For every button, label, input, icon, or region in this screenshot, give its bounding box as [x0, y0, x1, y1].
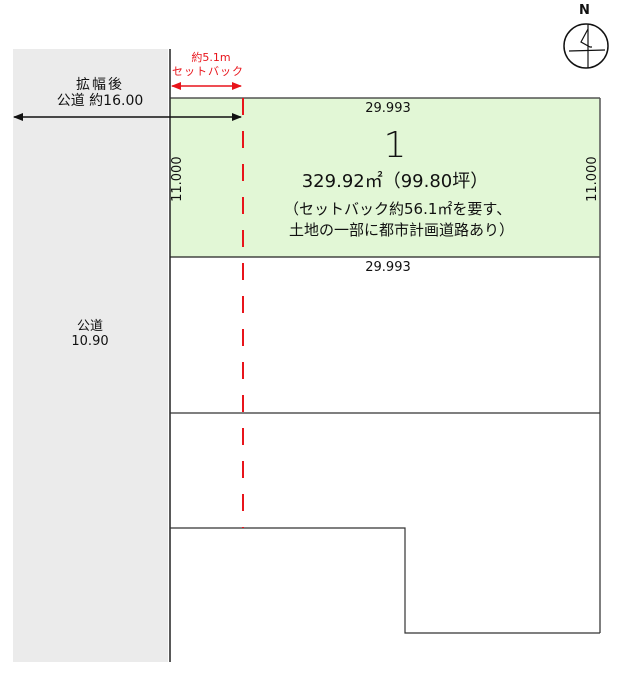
lot-1-area[interactable] [170, 98, 600, 257]
lot-1-number: 1 [383, 125, 407, 166]
current-road-width: 10.90 [71, 334, 109, 349]
current-road-label: 公道 [76, 319, 103, 334]
lot-1-left-depth: 11.000 [169, 156, 185, 202]
north-arrow-icon [563, 23, 609, 69]
lot-1-bottom-length: 29.993 [365, 260, 411, 275]
setback-label: セットバック [172, 65, 244, 78]
lot-1-note-line1: （セットバック約56.1㎡を要す、 [284, 200, 512, 218]
widened-road-label: 拡幅後 [76, 77, 124, 93]
compass-north-label: N [579, 3, 590, 18]
lot-1-area: 329.92㎡（99.80坪） [301, 171, 489, 192]
setback-distance: 約5.1m [191, 51, 231, 64]
widened-road-width: 公道 約16.00 [56, 93, 144, 109]
lot-1-note-line2: 土地の一部に都市計画道路あり） [289, 221, 515, 239]
lot-1-top-length: 29.993 [365, 101, 411, 116]
lot-1-right-depth: 11.000 [584, 156, 600, 202]
public-road [13, 49, 168, 662]
